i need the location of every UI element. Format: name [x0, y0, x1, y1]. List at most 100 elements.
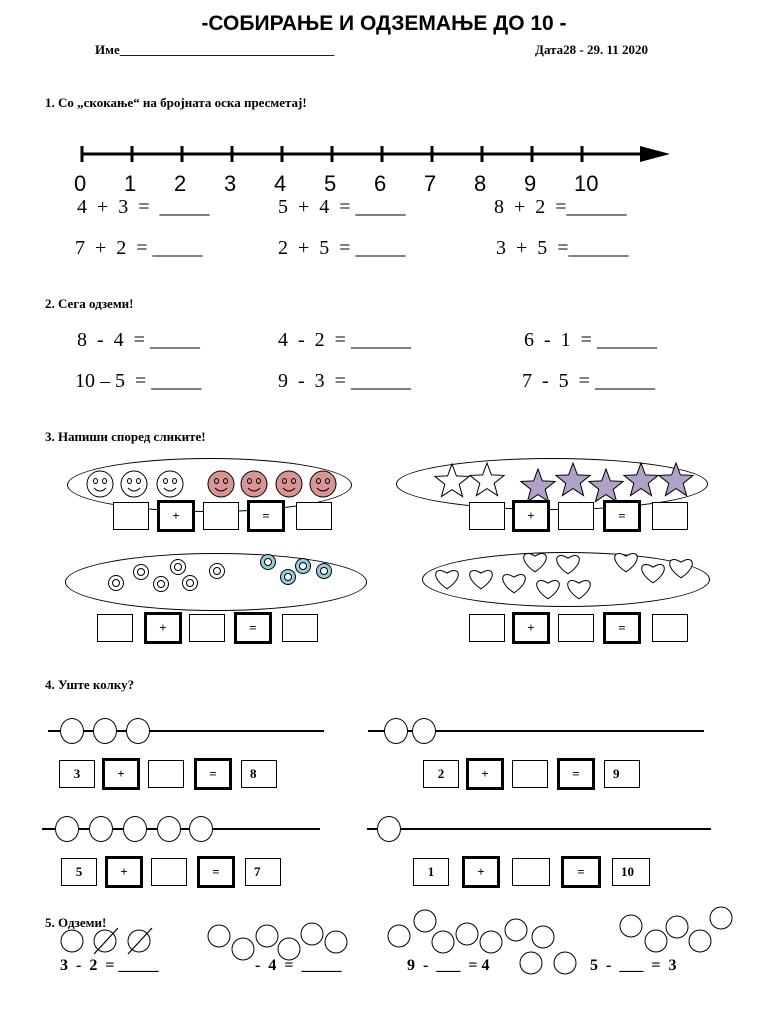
ring-blue-icon [260, 554, 276, 570]
number-line [80, 146, 670, 162]
number-line-label: 2 [174, 171, 187, 196]
counter-circle [324, 930, 348, 954]
t4-a-4: 1 [413, 858, 449, 886]
smiley-face-icon [156, 470, 184, 498]
t4-plus-3: + [105, 856, 143, 888]
t4-equals-2: = [557, 758, 595, 790]
t3-box-a-2[interactable] [469, 502, 505, 530]
star-purple-icon [622, 461, 660, 497]
rings-illustration [108, 554, 332, 592]
t4-plus-1: + [102, 758, 140, 790]
counter-circle [553, 951, 577, 975]
t4-answer-4[interactable] [512, 858, 550, 886]
t3-box-a-3[interactable] [97, 614, 133, 642]
task-5-heading: 5. Одземи! [45, 915, 107, 930]
ring-blue-icon [295, 558, 311, 574]
counter-circle [413, 909, 437, 933]
bead [412, 718, 436, 744]
counter-circle [60, 929, 84, 953]
smiley-face-pink-icon [275, 470, 303, 498]
t3-equals-1: = [247, 500, 285, 532]
bead [89, 816, 113, 842]
bead-line-2 [368, 730, 704, 732]
t4-answer-1[interactable] [148, 760, 184, 788]
counter-circle [665, 915, 689, 939]
star-purple-icon [587, 467, 625, 503]
t3-box-b-1[interactable] [203, 502, 239, 530]
t2-eq-2: 4 - 2 = ______ [278, 329, 411, 351]
t3-box-result-1[interactable] [296, 502, 332, 530]
t3-box-result-3[interactable] [282, 614, 318, 642]
counter-circle [479, 930, 503, 954]
counter-circle [431, 930, 455, 954]
heart-icon [523, 553, 547, 573]
t2-eq-4: 10 – 5 = _____ [75, 370, 202, 392]
bead [123, 816, 147, 842]
bead [93, 718, 117, 744]
t4-answer-2[interactable] [512, 760, 548, 788]
ring-icon [108, 575, 124, 591]
task-3-heading: 3. Напиши според сликите! [45, 429, 206, 444]
t3-plus-3: + [144, 612, 182, 644]
counter-circle [504, 918, 528, 942]
task-2-heading: 2. Сега одземи! [45, 296, 134, 311]
t5-eq-2: - 4 = _____ [255, 957, 342, 974]
heart-icon [469, 570, 493, 590]
smiley-face-pink-icon [207, 470, 235, 498]
t1-eq-4: 7 + 2 = _____ [75, 237, 203, 259]
heart-icon [556, 555, 580, 575]
t4-result-2: 9 [604, 760, 640, 788]
counter-circle [255, 924, 279, 948]
t3-box-b-4[interactable] [558, 614, 594, 642]
number-line-label: 9 [524, 171, 537, 196]
t4-a-1: 3 [59, 760, 95, 788]
heart-icon [502, 574, 526, 594]
star-outline-icon [433, 462, 471, 498]
ring-blue-icon [316, 563, 332, 579]
counter-circle [644, 929, 668, 953]
bead [377, 816, 401, 842]
counter-circle [387, 924, 411, 948]
number-line-label: 5 [324, 171, 337, 196]
star-outline-icon [468, 461, 506, 497]
ring-icon [133, 564, 149, 580]
counter-circle [207, 924, 231, 948]
t4-a-3: 5 [61, 858, 97, 886]
t3-plus-1: + [157, 500, 195, 532]
number-line-label: 7 [424, 171, 437, 196]
counter-circle [455, 922, 479, 946]
t3-box-a-4[interactable] [469, 614, 505, 642]
bead [157, 816, 181, 842]
t4-answer-3[interactable] [151, 858, 187, 886]
smiley-face-icon [120, 470, 148, 498]
t3-box-result-2[interactable] [652, 502, 688, 530]
t3-equals-3: = [234, 612, 272, 644]
hearts-illustration [435, 553, 693, 600]
counter-circle [231, 937, 255, 961]
t3-box-a-1[interactable] [113, 502, 149, 530]
cross-out-mark [127, 927, 153, 955]
cross-out-mark [93, 927, 119, 955]
bead [189, 816, 213, 842]
number-line-label: 4 [274, 171, 287, 196]
ring-icon [182, 575, 198, 591]
t4-result-4: 10 [612, 858, 650, 886]
number-line-label: 8 [474, 171, 487, 196]
t4-plus-4: + [462, 856, 500, 888]
t3-plus-2: + [512, 500, 550, 532]
counter-circle [619, 914, 643, 938]
t3-box-result-4[interactable] [652, 614, 688, 642]
heart-icon [641, 564, 665, 584]
t3-equals-4: = [603, 612, 641, 644]
smiley-face-icon [86, 470, 114, 498]
t3-box-b-2[interactable] [558, 502, 594, 530]
heart-icon [614, 553, 638, 573]
stars-illustration [433, 461, 695, 503]
t4-equals-1: = [194, 758, 232, 790]
t3-box-b-3[interactable] [189, 614, 225, 642]
t2-eq-1: 8 - 4 = _____ [77, 329, 200, 351]
star-purple-icon [554, 461, 592, 497]
smiley-face-pink-icon [240, 470, 268, 498]
bead [60, 718, 84, 744]
t4-equals-3: = [197, 856, 235, 888]
